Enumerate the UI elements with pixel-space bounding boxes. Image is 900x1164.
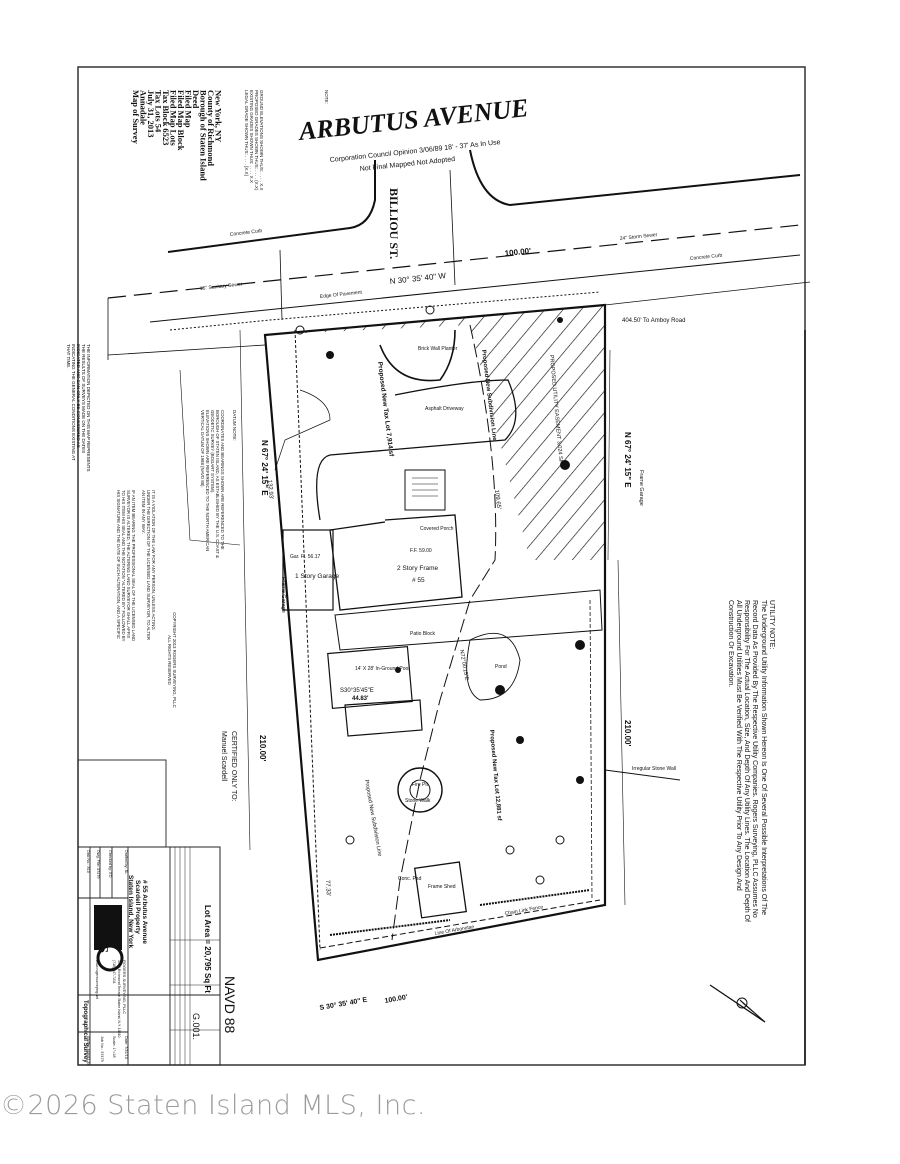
svg-text:Asphalt Driveway: Asphalt Driveway bbox=[425, 406, 464, 412]
svg-text:RS: RS bbox=[95, 935, 110, 953]
svg-text:1532 Richmond Terrace Staten I: 1532 Richmond Terrace Staten Island, N.Y… bbox=[117, 960, 121, 1038]
svg-text:Scale: 1"=18': Scale: 1"=18' bbox=[112, 1036, 116, 1059]
certified-name: Manuel Scardell bbox=[220, 731, 227, 782]
svg-text:Proposed New Subdivision Line: Proposed New Subdivision Line bbox=[363, 779, 382, 857]
drawing-number: G.001. bbox=[191, 1013, 201, 1040]
svg-text:Conc. Pad: Conc. Pad bbox=[398, 876, 422, 882]
svg-text:DATUM NOTE:: DATUM NOTE: bbox=[232, 410, 237, 441]
svg-text:Pond: Pond bbox=[495, 664, 507, 670]
survey-info: Map of Survey Annadale July 31, 2013 Tax… bbox=[66, 90, 329, 472]
svg-text:Staten Island, New York: Staten Island, New York bbox=[127, 875, 134, 948]
street-label: Concrete Curb bbox=[230, 228, 263, 238]
side-bearing-west: N 67° 24' 15" E bbox=[260, 440, 269, 496]
lot-area: Lot Area = 20,795 Sq Ft bbox=[203, 905, 212, 993]
utility-easement-hatch bbox=[265, 305, 605, 560]
svg-text:Map of Survey Annadale: Map of Survey Annadale July 31, 2013 Tax… bbox=[131, 90, 224, 183]
street-label: Edge Of Pavement bbox=[320, 290, 363, 300]
svg-text:S30°35'45"E: S30°35'45"E bbox=[340, 688, 374, 694]
title-block-text: ROGERS SURVEYING, PLLC 1532 Richmond Ter… bbox=[82, 850, 148, 1066]
svg-text:LEGAL GRADE SHOWN THUS: . . .: LEGAL GRADE SHOWN THUS: . . . . [X.X] EX… bbox=[244, 90, 264, 192]
rear-bearing: S 30° 35' 40" E bbox=[319, 996, 368, 1012]
front-distance: 100.00' bbox=[504, 246, 531, 258]
svg-text:Dwg. File: 37479: Dwg. File: 37479 bbox=[96, 850, 100, 879]
svg-text:ROGERS SURVEYING, PLLC: ROGERS SURVEYING, PLLC bbox=[122, 960, 127, 1014]
svg-text:44.83': 44.83' bbox=[352, 696, 369, 702]
svg-text:# 55: # 55 bbox=[412, 577, 425, 584]
company-logo: RS bbox=[94, 905, 124, 972]
svg-text:2 Story Frame: 2 Story Frame bbox=[397, 565, 439, 572]
svg-text:Frame Garage: Frame Garage bbox=[280, 577, 286, 613]
street-lines bbox=[107, 149, 801, 331]
side-bearing-east: N 67° 24' 15" E bbox=[623, 432, 632, 488]
svg-text:14' X 28' In-Ground Pool: 14' X 28' In-Ground Pool bbox=[355, 666, 409, 672]
svg-text:Stone Walk: Stone Walk bbox=[405, 798, 431, 804]
street-label: 24" Storm Sewer bbox=[620, 232, 658, 242]
proposed-lot-2: Proposed New Tax Lot 12,881 sf bbox=[488, 730, 502, 822]
cross-street: BILLIOU ST. bbox=[387, 188, 401, 259]
svg-text:Checked by: ED: Checked by: ED bbox=[108, 850, 112, 878]
svg-text:132.93': 132.93' bbox=[266, 480, 274, 500]
svg-text:109.65': 109.65' bbox=[493, 490, 501, 510]
svg-text:www.rogerssurveying.net: www.rogerssurveying.net bbox=[95, 960, 99, 999]
svg-text:Drafted by: BL: Drafted by: BL bbox=[124, 850, 128, 874]
mls-watermark: ©2026 Staten Island MLS, Inc. bbox=[0, 1090, 427, 1121]
sheet-title: Topographical Survey bbox=[82, 1000, 88, 1063]
svg-text:Brick Wall Planter: Brick Wall Planter bbox=[418, 346, 458, 352]
front-bearing: N 30° 35' 40" W bbox=[389, 271, 447, 286]
svg-text:Irregular Stone Wall: Irregular Stone Wall bbox=[632, 766, 676, 772]
svg-text:210.00': 210.00' bbox=[258, 735, 267, 761]
svg-text:Date: 7/31/13: Date: 7/31/13 bbox=[124, 1036, 128, 1059]
svg-text:1 Story Garage: 1 Story Garage bbox=[295, 573, 339, 580]
tree-symbols bbox=[295, 305, 565, 885]
svg-text:Frame Garage: Frame Garage bbox=[638, 470, 644, 506]
svg-text:Line Of Arborvitae: Line Of Arborvitae bbox=[434, 924, 475, 937]
street-label: Concrete Curb bbox=[690, 253, 723, 262]
trees bbox=[326, 317, 585, 784]
title-block bbox=[77, 759, 221, 1066]
svg-text:Covered Porch: Covered Porch bbox=[420, 526, 454, 532]
svg-text:FB/Pg: 868/82-84: FB/Pg: 868/82-84 bbox=[86, 1036, 90, 1066]
svg-text:Gar. Fl. 56.17: Gar. Fl. 56.17 bbox=[290, 554, 321, 560]
to-amboy-road: 404.50' To Amboy Road bbox=[622, 318, 685, 324]
svg-text:(718) 447-7211: (718) 447-7211 bbox=[112, 960, 116, 984]
project-address: # 55 Arbutus Avenue bbox=[141, 880, 148, 944]
certified-title: CERTIFIED ONLY TO: bbox=[230, 731, 237, 802]
svg-text:NOTE:: NOTE: bbox=[324, 90, 329, 104]
lot-boundary bbox=[107, 281, 811, 962]
svg-text:Job No.: 37479: Job No.: 37479 bbox=[100, 1036, 104, 1062]
street-name: ARBUTUS AVENUE bbox=[296, 93, 530, 146]
svg-text:F.F. 59.00: F.F. 59.00 bbox=[410, 548, 432, 554]
svg-text:77.33': 77.33' bbox=[324, 880, 331, 896]
utility-note: UTILITY NOTE:The Underground Utility Inf… bbox=[727, 600, 775, 922]
svg-text:Chain Link Fence: Chain Link Fence bbox=[504, 904, 544, 917]
svg-text:Fire Pit: Fire Pit bbox=[412, 782, 428, 788]
svg-text:N72°00'15"E: N72°00'15"E bbox=[458, 649, 469, 681]
proposed-lot-1: Proposed New Tax Lot 7,914 sf bbox=[376, 361, 395, 457]
navd-label: NAVD 88 bbox=[222, 976, 238, 1034]
street-label: 15" Sanitary Sewer bbox=[200, 282, 243, 292]
svg-text:210.00': 210.00' bbox=[623, 720, 632, 746]
svg-text:100.00': 100.00' bbox=[384, 994, 408, 1005]
svg-text:Frame Shed: Frame Shed bbox=[428, 884, 456, 890]
datum-notes: DATUM NOTE: COORDINATES AND BEARINGS SHO… bbox=[116, 410, 237, 802]
svg-text:Scardell Property: Scardell Property bbox=[134, 880, 141, 934]
svg-text:Disk No.: 810: Disk No.: 810 bbox=[86, 850, 90, 873]
north-arrow-icon bbox=[709, 984, 766, 1023]
svg-text:Patio Block: Patio Block bbox=[410, 631, 436, 637]
